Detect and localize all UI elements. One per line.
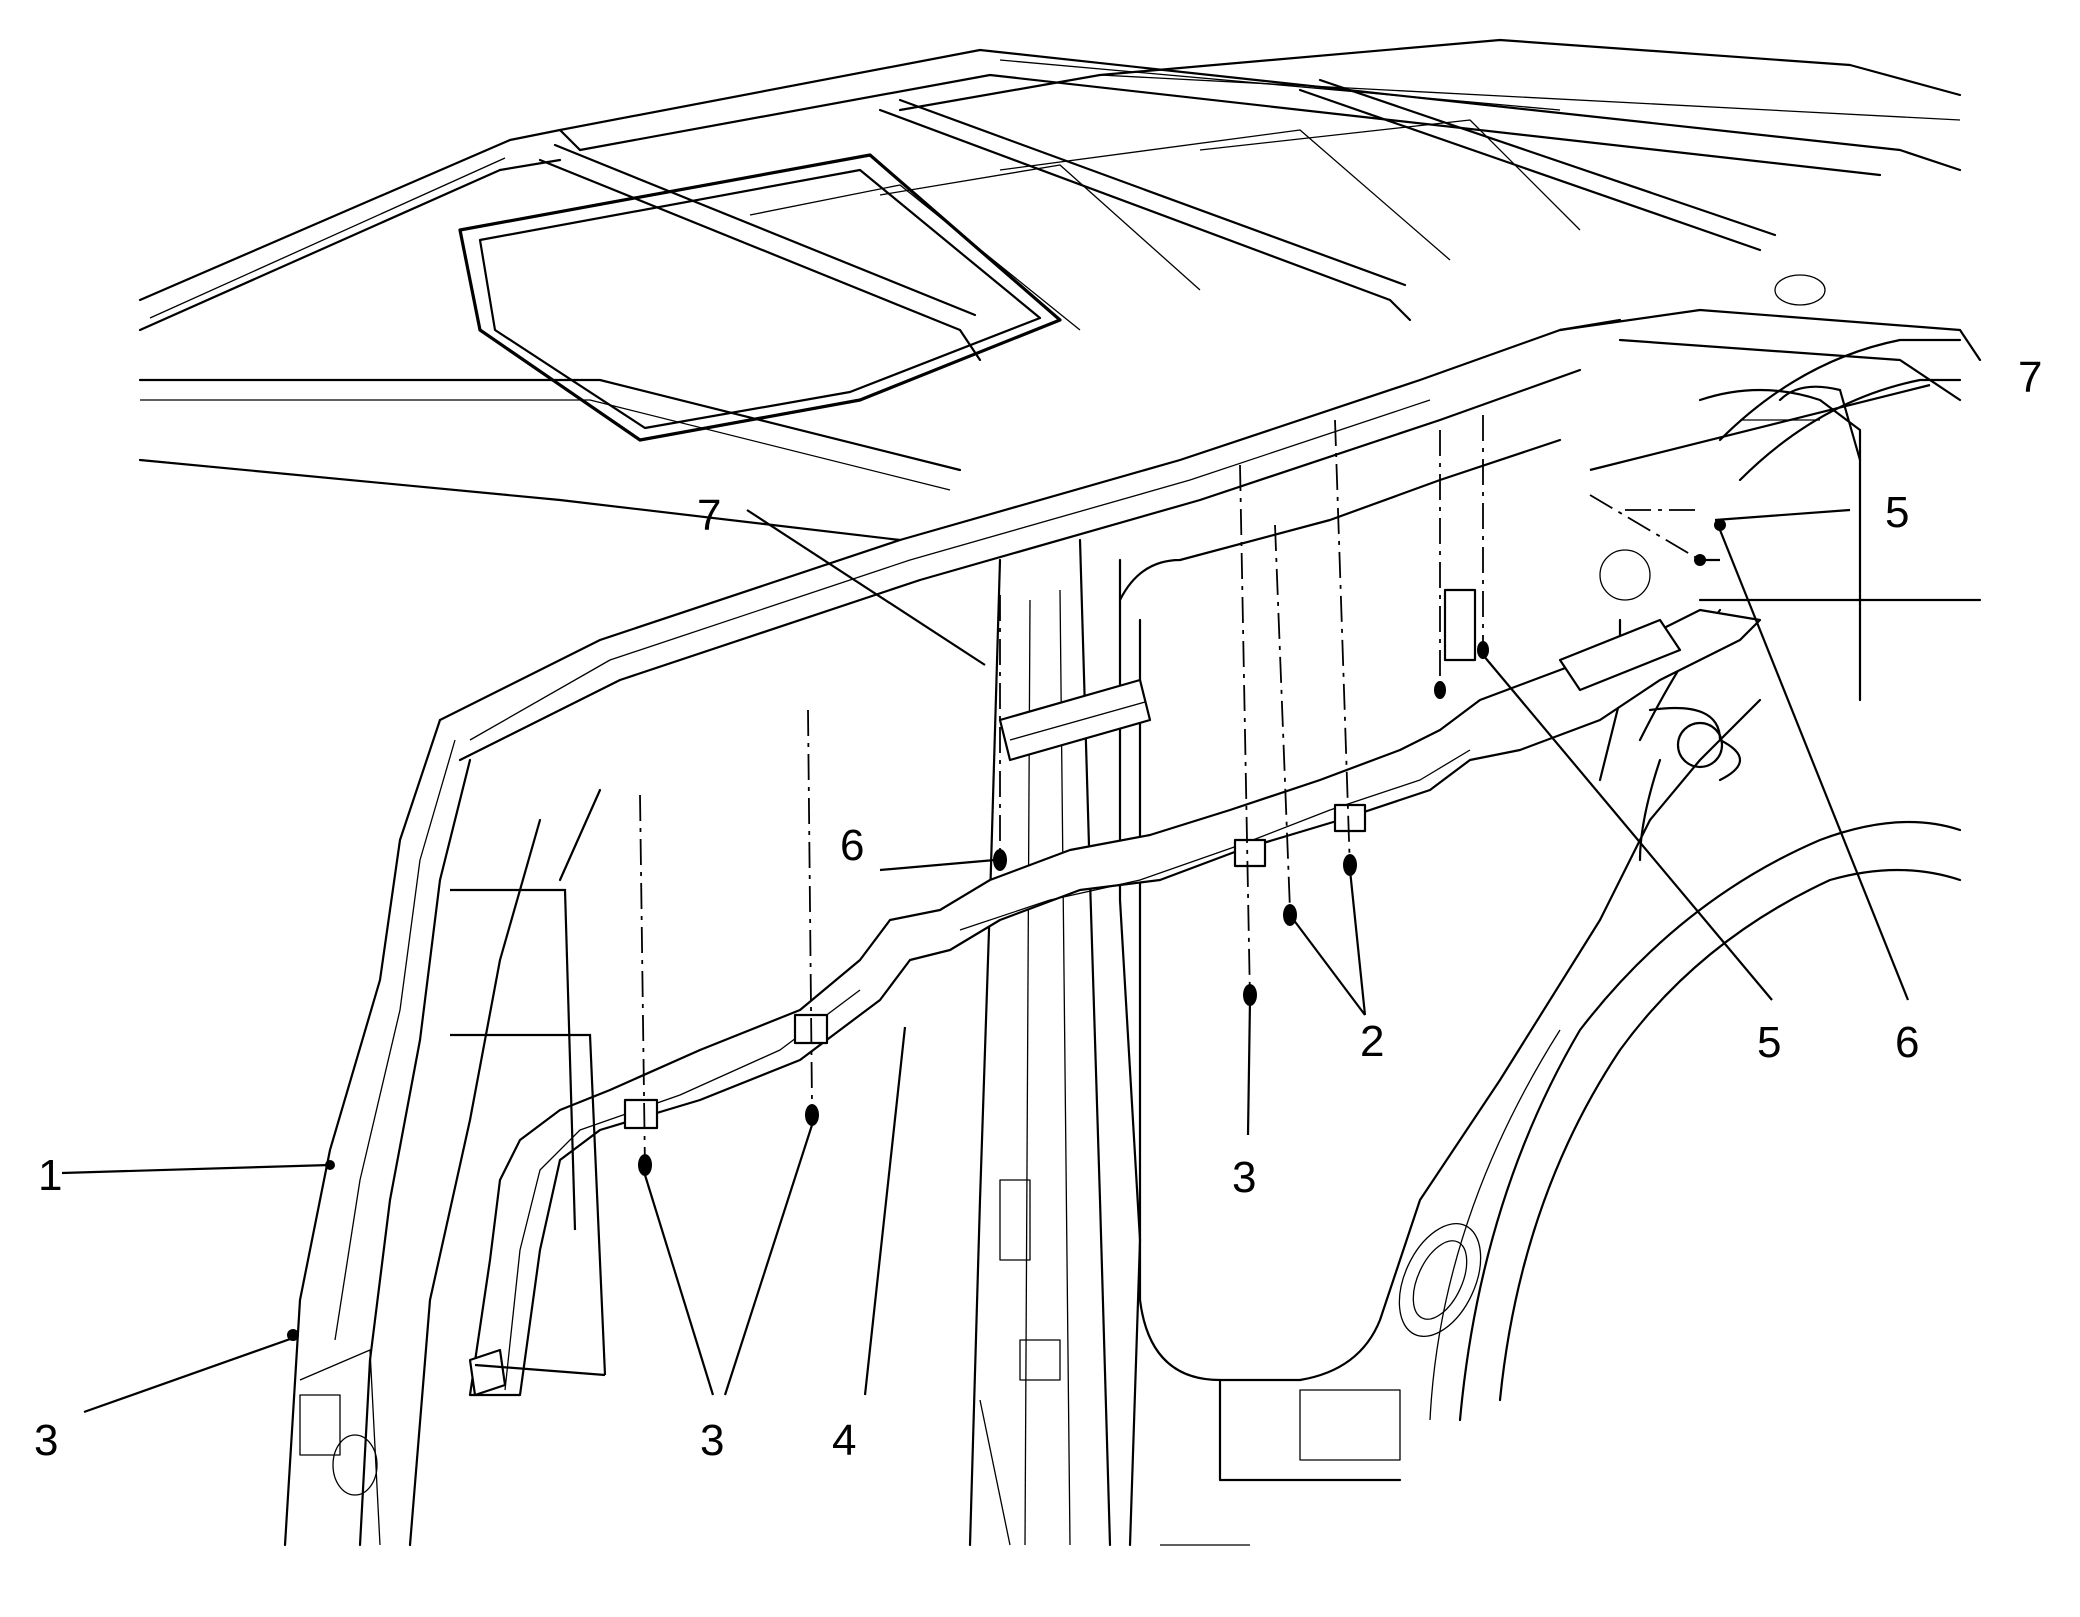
roof-panel [138,38,1962,542]
callout-7-right: 7 [2018,353,2042,402]
callout-6-right: 6 [1895,1018,1919,1067]
callout-2: 2 [1360,1017,1384,1066]
callout-6-left: 6 [840,821,864,870]
callout-3-front-rail: 3 [700,1416,724,1465]
callout-3-center-rail: 3 [1232,1153,1256,1202]
callout-5-upper: 5 [1885,488,1909,537]
rear-door-opening [1118,274,1962,1546]
callout-1: 1 [38,1151,62,1200]
roof-rail-airbag [468,588,1762,1397]
callout-labels: 1 2 3 3 3 4 5 5 6 6 7 7 [34,353,2042,1465]
callout-4: 4 [832,1416,856,1465]
callout-3-a-pillar: 3 [34,1416,58,1465]
a-pillar [283,718,602,1547]
callout-7-left: 7 [697,491,721,540]
body-side-rail [438,308,1982,762]
fastener-lines [639,415,1701,1171]
callout-5-lower: 5 [1757,1018,1781,1067]
leader-lines [61,383,1931,1414]
